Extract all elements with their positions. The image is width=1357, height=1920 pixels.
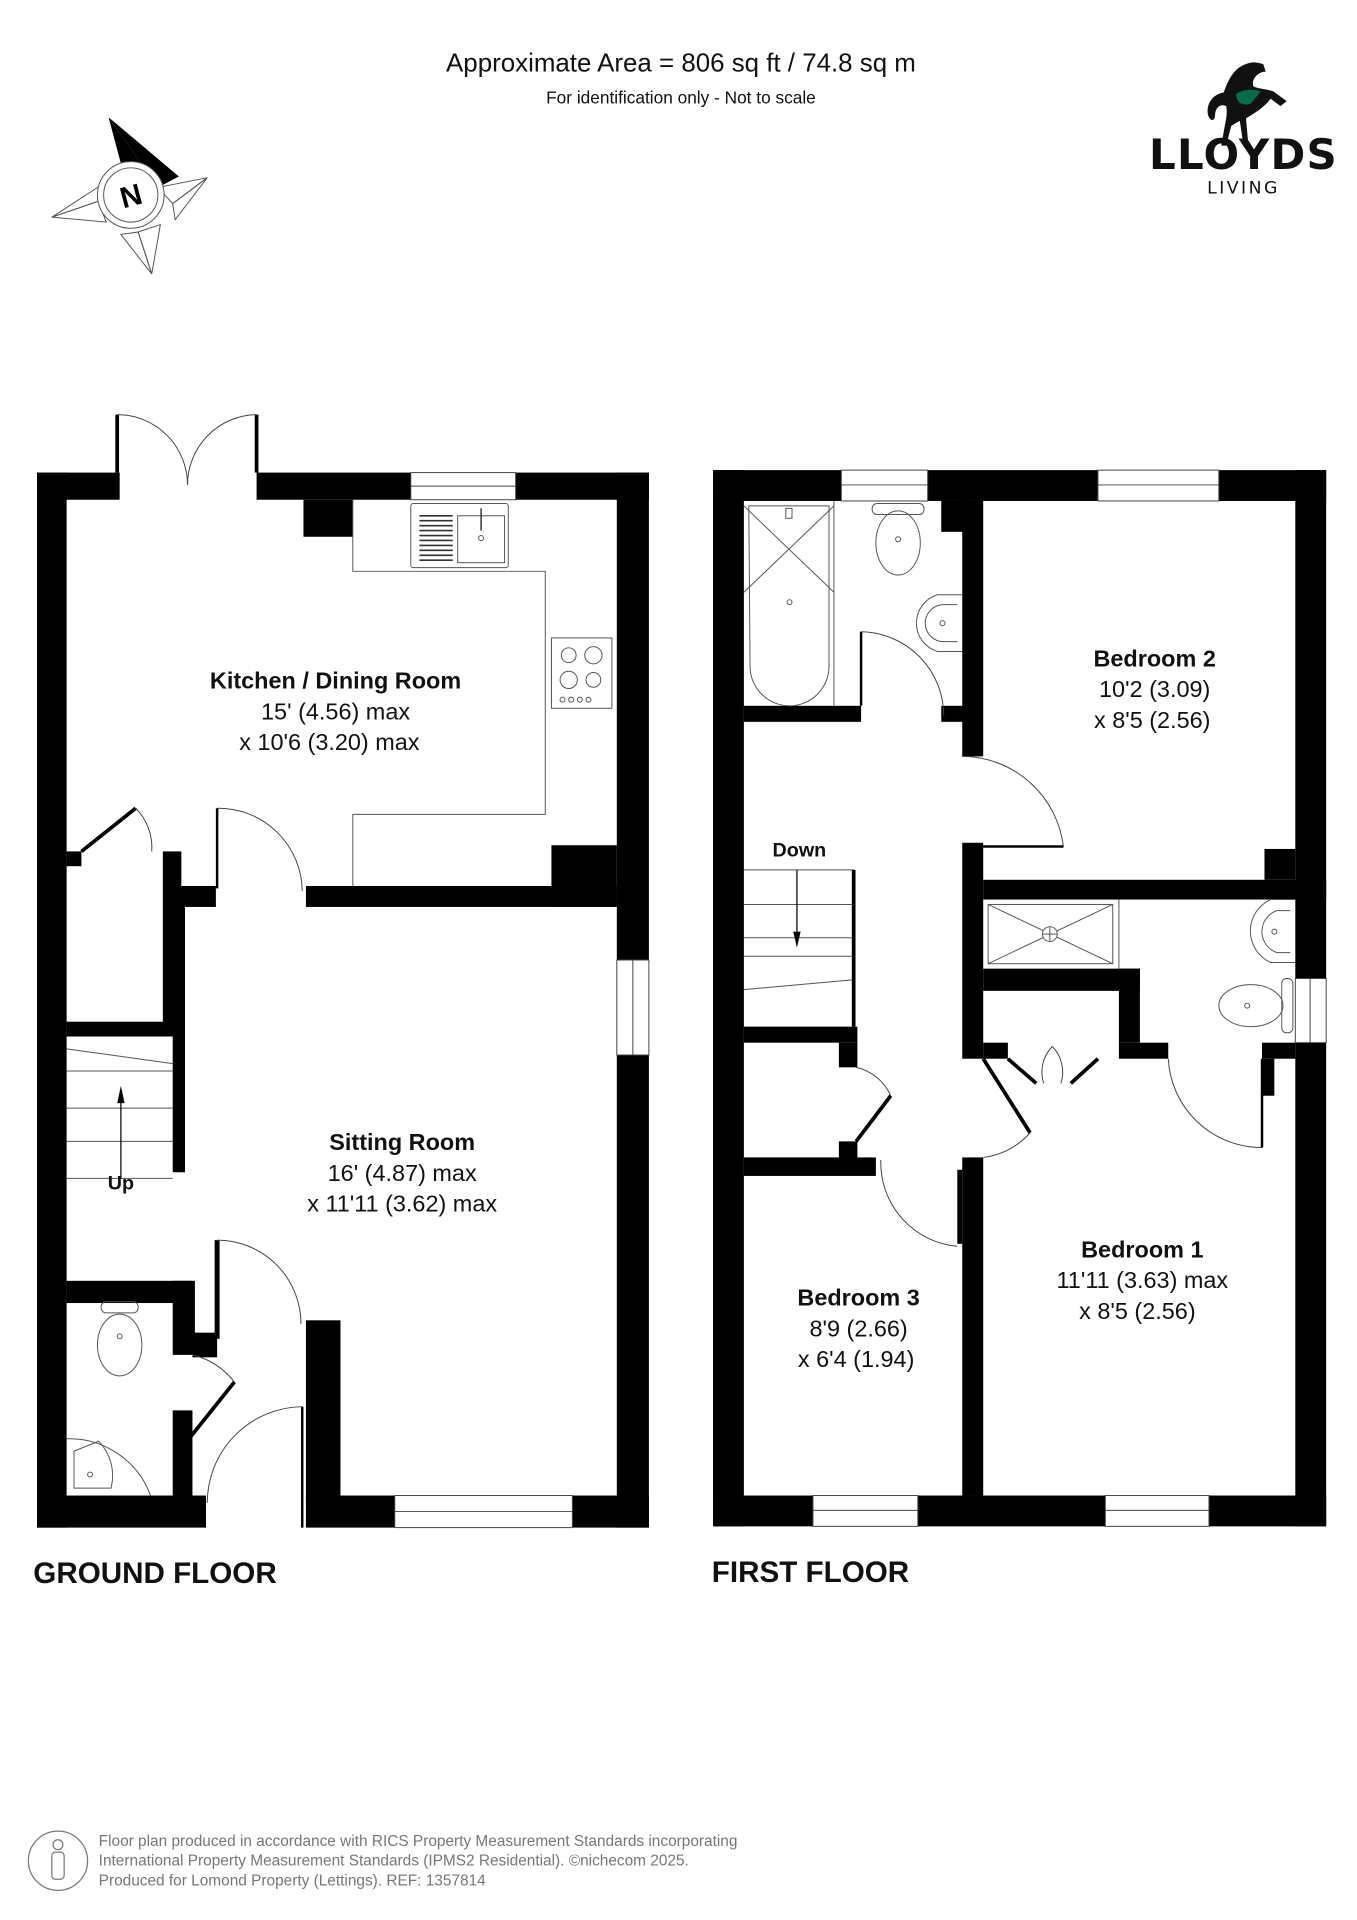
basin-icon	[916, 594, 963, 653]
logo-sub: LIVING	[1207, 179, 1280, 199]
room-dim1-bedroom-1: 11'11 (3.63) max	[1057, 1267, 1229, 1293]
room-dim1-bedroom-3: 8'9 (2.66)	[809, 1315, 907, 1341]
corner-basin-icon	[66, 1438, 151, 1496]
room-dim2-bedroom-1: x 8'5 (2.56)	[1079, 1298, 1196, 1324]
room-name-bedroom-3: Bedroom 3	[797, 1284, 919, 1310]
kitchen-sink-icon	[410, 502, 509, 569]
arrow-up-icon	[117, 1085, 125, 1104]
room-dim1-kitchen: 15' (4.56) max	[261, 698, 410, 724]
compass-north-icon: N	[51, 117, 208, 275]
ground-floor-label: GROUND FLOOR	[33, 1557, 276, 1590]
arrow-down-icon	[793, 931, 801, 948]
hob-icon	[550, 637, 613, 709]
person-info-icon	[27, 1830, 89, 1892]
toilet-icon	[1218, 978, 1294, 1034]
room-dim2-bedroom-2: x 8'5 (2.56)	[1094, 707, 1211, 733]
basin-icon	[1249, 899, 1296, 963]
stairs-up	[66, 1048, 173, 1179]
approximate-area: Approximate Area = 806 sq ft / 74.8 sq m	[446, 50, 916, 78]
footer-line-1: Floor plan produced in accordance with R…	[99, 1833, 738, 1850]
room-dim2-bedroom-3: x 6'4 (1.94)	[798, 1346, 915, 1372]
first-floor-label: FIRST FLOOR	[712, 1556, 909, 1589]
bath-icon	[743, 500, 835, 707]
shower-icon	[987, 899, 1120, 969]
room-name-kitchen: Kitchen / Dining Room	[210, 668, 461, 694]
room-dim2-sitting: x 11'11 (3.62) max	[307, 1191, 497, 1217]
stairs-down	[743, 869, 858, 1043]
room-name-bedroom-1: Bedroom 1	[1081, 1236, 1203, 1262]
logo-brand: LLOYDS	[1149, 130, 1338, 179]
first-floor-plan: Down	[712, 469, 1327, 1589]
black-horse-icon	[1207, 62, 1287, 146]
footer-line-3: Produced for Lomond Property (Lettings).…	[99, 1872, 486, 1889]
room-dim2-kitchen: x 10'6 (3.20) max	[239, 729, 420, 755]
footer: Floor plan produced in accordance with R…	[27, 1830, 738, 1892]
toilet-icon	[871, 502, 925, 576]
footer-line-2: International Property Measurement Stand…	[99, 1853, 689, 1870]
stairs-up-label: Up	[108, 1173, 134, 1195]
stairs-down-label: Down	[773, 839, 827, 861]
toilet-icon	[96, 1301, 143, 1377]
room-dim1-sitting: 16' (4.87) max	[328, 1160, 477, 1186]
room-name-sitting: Sitting Room	[329, 1129, 475, 1155]
room-name-bedroom-2: Bedroom 2	[1093, 645, 1215, 671]
lloyds-living-logo: LLOYDS LIVING	[1149, 62, 1338, 199]
ground-floor-plan: Up Kitchen / Dining Room 15' (4.56) max …	[33, 414, 650, 1590]
disclaimer: For identification only - Not to scale	[546, 88, 816, 108]
room-dim1-bedroom-2: 10'2 (3.09)	[1099, 676, 1210, 702]
